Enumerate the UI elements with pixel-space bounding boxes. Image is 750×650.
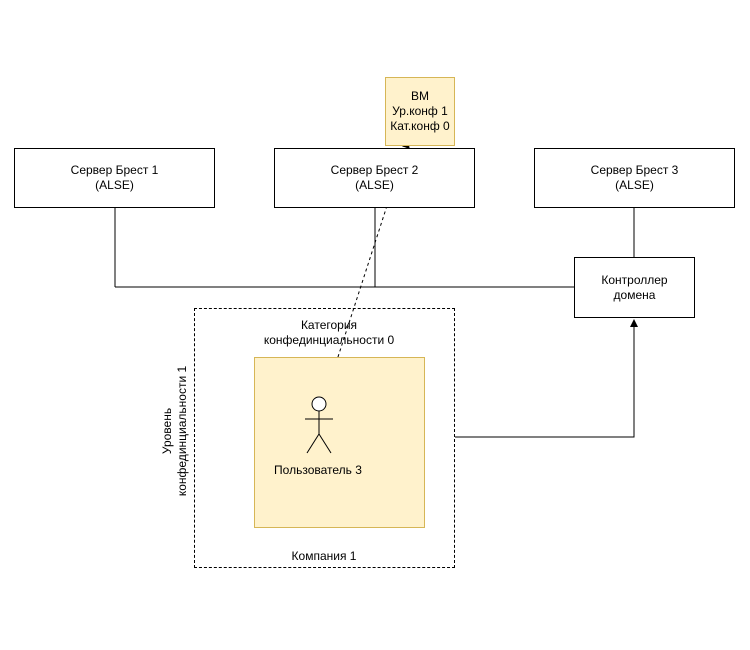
server-brest-1[interactable]: Сервер Брест 1 (ALSE) <box>14 148 215 208</box>
server-brest-3[interactable]: Сервер Брест 3 (ALSE) <box>534 148 735 208</box>
company-container[interactable] <box>194 308 455 568</box>
server-brest-2[interactable]: Сервер Брест 2 (ALSE) <box>274 148 475 208</box>
category-line2: конфединциальности 0 <box>263 333 395 347</box>
server-brest-2-os: (ALSE) <box>355 178 394 192</box>
server-brest-3-os: (ALSE) <box>615 178 654 192</box>
vm-node[interactable]: ВМ Ур.конф 1 Кат.конф 0 <box>385 77 455 146</box>
company-label: Компания 1 <box>291 549 357 563</box>
user-actor-icon[interactable] <box>303 396 335 458</box>
level-line2: конфединциальности 1 <box>175 365 189 497</box>
user-label: Пользователь 3 <box>274 463 362 477</box>
vm-category: Кат.конф 0 <box>390 119 450 133</box>
company-to-controller-arrow <box>455 319 638 438</box>
server-brest-3-name: Сервер Брест 3 <box>590 163 679 177</box>
controller-line1: Контроллер <box>601 272 668 287</box>
vm-level: Ур.конф 1 <box>392 104 448 118</box>
domain-controller[interactable]: Контроллер домена <box>574 257 695 318</box>
server-brest-2-name: Сервер Брест 2 <box>330 163 419 177</box>
network-bus <box>114 208 635 288</box>
confidentiality-zone <box>254 357 425 528</box>
controller-line2: домена <box>613 287 656 302</box>
server-brest-1-name: Сервер Брест 1 <box>70 163 159 177</box>
level-label: Уровень конфединциальности 1 <box>160 351 190 511</box>
category-label: Категория конфединциальности 0 <box>229 318 429 348</box>
category-line1: Категория <box>300 318 358 332</box>
server-brest-1-os: (ALSE) <box>95 178 134 192</box>
level-line1: Уровень <box>160 407 174 455</box>
vm-title: ВМ <box>411 89 429 103</box>
